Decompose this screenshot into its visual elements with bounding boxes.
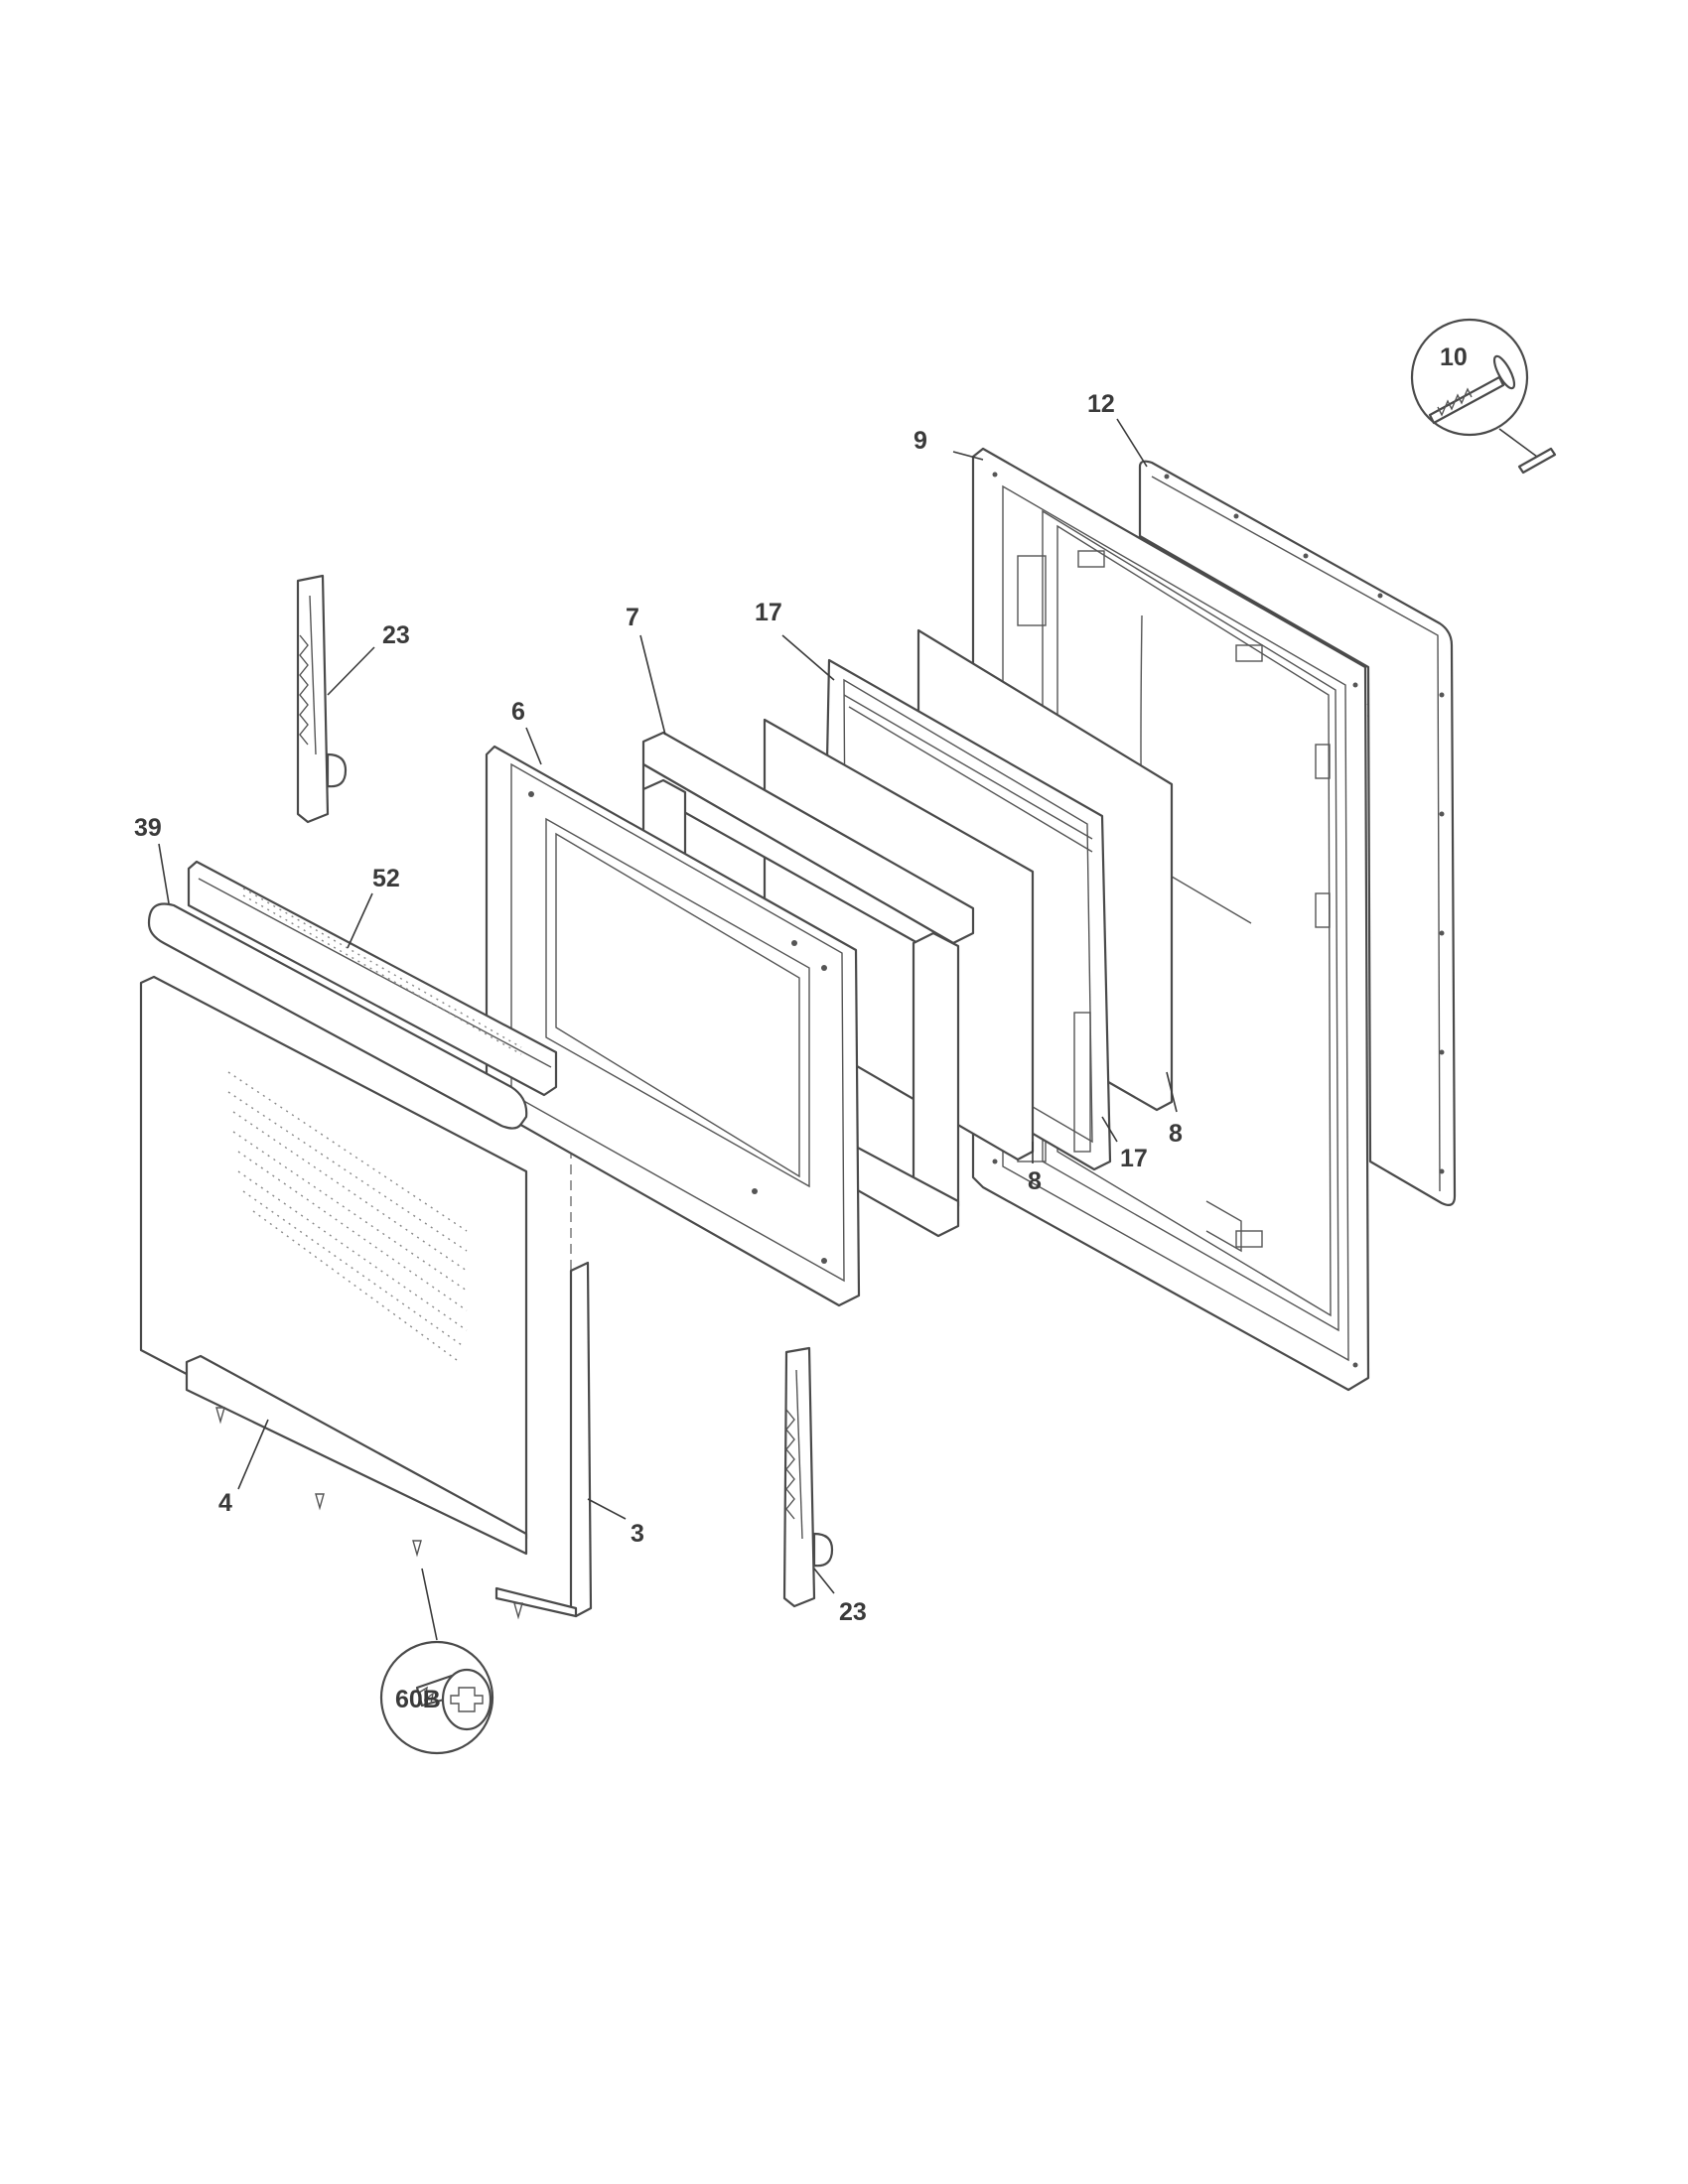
callout-17-lower: 17 xyxy=(1120,1145,1148,1172)
callout-9: 9 xyxy=(914,427,927,455)
door-screws xyxy=(215,1407,523,1620)
handle-rail xyxy=(187,860,558,1097)
screw-detail-inset xyxy=(379,1568,494,1755)
bolt-detail-inset xyxy=(1410,318,1557,475)
callout-17-upper: 17 xyxy=(755,599,782,626)
callout-60b: 60B xyxy=(395,1686,441,1713)
callout-6: 6 xyxy=(511,698,525,726)
leader-lines xyxy=(158,418,1178,1594)
callout-3: 3 xyxy=(631,1520,644,1548)
callout-4: 4 xyxy=(218,1489,232,1517)
door-hinge-lower xyxy=(782,1346,834,1608)
callout-12: 12 xyxy=(1087,390,1115,418)
callout-8-front: 8 xyxy=(1028,1167,1042,1195)
hinge-slot xyxy=(1017,555,1047,626)
callout-23-lower: 23 xyxy=(839,1598,867,1626)
door-handle xyxy=(147,902,528,1130)
callout-10: 10 xyxy=(1440,343,1468,371)
callout-23-upper: 23 xyxy=(382,621,410,649)
callout-39: 39 xyxy=(134,814,162,842)
outer-door-trim xyxy=(185,1261,593,1618)
door-hinge-upper xyxy=(296,574,348,824)
callout-7: 7 xyxy=(626,604,639,631)
callout-52: 52 xyxy=(372,865,400,892)
door-gasket xyxy=(1138,460,1457,1206)
callout-8-rear: 8 xyxy=(1169,1120,1183,1148)
door-frame xyxy=(485,745,861,1307)
